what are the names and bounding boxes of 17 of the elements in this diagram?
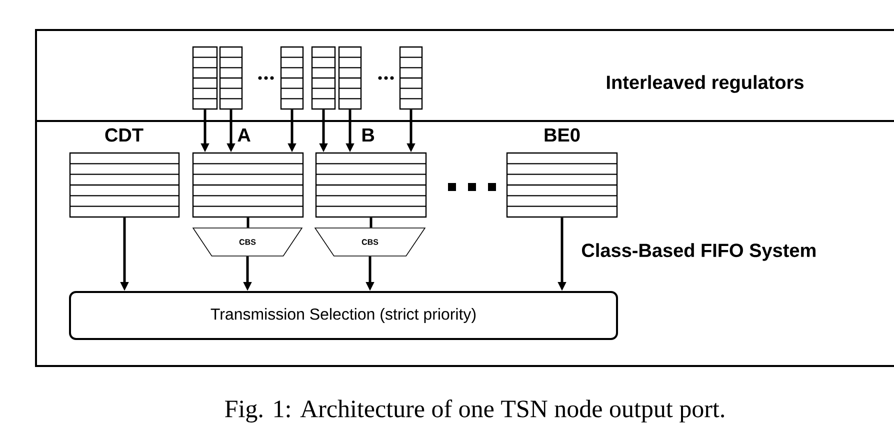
node-label: A — [238, 128, 250, 142]
regulator-queue — [280, 46, 304, 110]
regulator-queue — [399, 46, 423, 110]
fifo-queue: CDT — [69, 128, 180, 218]
selection-box: Transmission Selection (strict priority) — [69, 291, 618, 340]
fifo-queue: A — [192, 128, 304, 218]
band-panel: Interleaved regulators — [35, 29, 894, 122]
regulator-queue — [192, 46, 218, 110]
node-label: B — [362, 128, 374, 142]
node-label: CDT — [105, 128, 144, 142]
node-label: BE0 — [544, 128, 580, 142]
figure-caption: Fig. 1: Architecture of one TSN node output port. — [225, 400, 724, 422]
regulator-queue — [311, 46, 336, 110]
fifo-queue: BE0 — [506, 128, 618, 218]
regulator-queue — [338, 46, 362, 110]
fifo-queue: B — [315, 128, 427, 218]
regulator-queue — [219, 46, 243, 110]
